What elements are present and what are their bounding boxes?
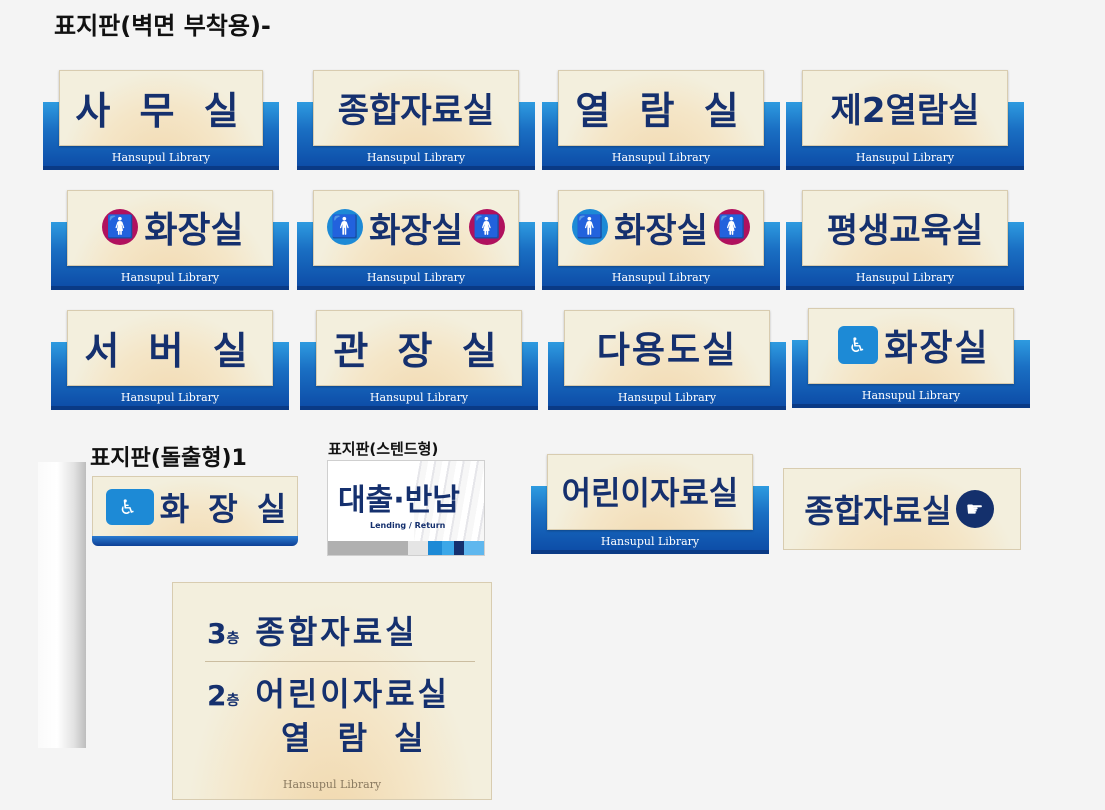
library-label: Hansupul Library — [861, 389, 961, 402]
protruding-restroom-sign: ♿ 화 장 실 — [92, 476, 298, 546]
sign-title: 화장실 — [884, 328, 990, 369]
accessible-restroom-icon: ♿ — [105, 489, 154, 525]
library-label: Hansupul Library — [369, 391, 469, 404]
library-label: Hansupul Library — [120, 391, 220, 404]
sign-reading-room: 열 람 실 Hansupul Library — [542, 70, 780, 170]
sign-title: 종합자료실 — [804, 492, 952, 530]
male-restroom-icon: 🚹 — [327, 209, 364, 245]
sign-children-materials: 어린이자료실 Hansupul Library — [531, 454, 769, 554]
directory-room-name: 종합자료실 — [255, 613, 418, 651]
directory-room-name: 어린이자료실 — [255, 675, 451, 713]
sign-reading-room-2: 제2열람실 Hansupul Library — [786, 70, 1024, 170]
sign-title-row: 🚹 화장실 🚺 — [313, 190, 519, 264]
sign-title: 평생교육실 — [826, 210, 984, 251]
sign-multipurpose-room: 다용도실 Hansupul Library — [548, 310, 786, 410]
sign-title: 화장실 — [369, 210, 463, 251]
sign-title-row: 🚹 화장실 🚺 — [558, 190, 764, 264]
floor-suffix: 층 — [226, 693, 240, 709]
divider — [205, 661, 475, 662]
directory-row: 3층 종합자료실 — [207, 607, 418, 653]
sign-title: 제2열람실 — [830, 90, 980, 131]
female-restroom-icon: 🚺 — [713, 209, 750, 245]
sign-server-room: 서 버 실 Hansupul Library — [51, 310, 289, 410]
protruding-sign-heading: 표지판(돌출형)1 — [90, 446, 247, 471]
sign-general-materials: 종합자료실 Hansupul Library — [297, 70, 535, 170]
wall-sign-heading: 표지판(벽면 부착용)- — [54, 12, 271, 40]
directory-row: 2층 어린이자료실 — [207, 669, 450, 715]
library-label: Hansupul Library — [366, 151, 466, 164]
male-restroom-icon: 🚹 — [572, 209, 609, 245]
stand-sign-subtitle: Lending / Return — [370, 521, 446, 530]
library-label: Hansupul Library — [366, 271, 466, 284]
sign-title: 열 람 실 — [575, 88, 747, 133]
sign-title: 어린이자료실 — [561, 474, 739, 512]
female-restroom-icon: 🚺 — [102, 209, 139, 245]
sign-restroom-female: 🚺 화장실 Hansupul Library — [51, 190, 289, 290]
sign-title: 화 장 실 — [159, 490, 291, 528]
stand-lending-sign: 대출·반납 Lending / Return — [327, 460, 485, 556]
sign-title: 다용도실 — [596, 330, 738, 371]
directory-row: 열 람 실 — [265, 713, 432, 759]
library-label: Hansupul Library — [855, 151, 955, 164]
stand-sign-title: 대출·반납 — [338, 483, 460, 518]
sign-title: 종합자료실 — [337, 90, 495, 131]
sign-title: 서 버 실 — [84, 328, 256, 373]
library-label: Hansupul Library — [611, 271, 711, 284]
library-label: Hansupul Library — [120, 271, 220, 284]
sign-restroom-accessible: ♿ 화장실 Hansupul Library — [792, 308, 1030, 408]
library-label: Hansupul Library — [600, 535, 700, 548]
sign-office: 사 무 실 Hansupul Library — [43, 70, 279, 170]
stand-sign-heading: 표지판(스텐드형) — [328, 440, 439, 458]
hand-direction-sign: 종합자료실 ☛ — [783, 468, 1021, 550]
sign-title-row: 🚺 화장실 — [67, 190, 273, 264]
sign-title-row: ♿ 화 장 실 — [92, 476, 298, 538]
female-restroom-icon: 🚺 — [468, 209, 505, 245]
library-label: Hansupul Library — [611, 151, 711, 164]
sign-title: 관 장 실 — [333, 328, 505, 373]
floor-suffix: 층 — [226, 631, 240, 647]
accessible-restroom-icon: ♿ — [838, 326, 879, 364]
library-label: Hansupul Library — [617, 391, 717, 404]
wall-pole — [38, 462, 86, 748]
floor-number: 3 — [207, 617, 227, 650]
sign-title-row: ♿ 화장실 — [808, 308, 1014, 382]
sign-title: 사 무 실 — [75, 88, 247, 133]
sign-title-row: 종합자료실 ☛ — [784, 469, 1020, 549]
pointing-hand-icon: ☛ — [955, 490, 994, 528]
sign-title: 화장실 — [614, 210, 708, 251]
sign-lifelong-education: 평생교육실 Hansupul Library — [786, 190, 1024, 290]
library-label: Hansupul Library — [111, 151, 211, 164]
library-label: Hansupul Library — [855, 271, 955, 284]
sign-title: 화장실 — [144, 210, 244, 251]
sign-restroom-male-female: 🚹 화장실 🚺 Hansupul Library — [297, 190, 535, 290]
sign-restroom-male-female-2: 🚹 화장실 🚺 Hansupul Library — [542, 190, 780, 290]
directory-room-name: 열 람 실 — [281, 719, 432, 757]
library-label: Hansupul Library — [282, 778, 382, 791]
sign-director-office: 관 장 실 Hansupul Library — [300, 310, 538, 410]
floor-number: 2 — [207, 679, 227, 712]
